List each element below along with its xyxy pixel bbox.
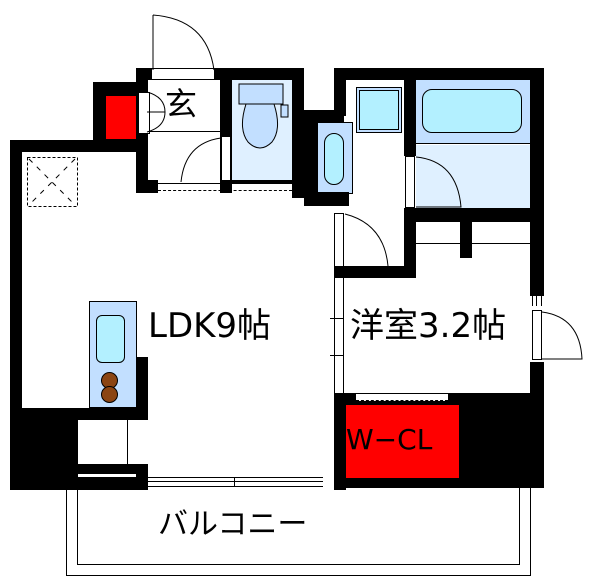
western-window-mid [536, 246, 537, 306]
toilet-door-swing[interactable] [180, 137, 225, 183]
wall-kitchen-base [22, 408, 148, 420]
wall-left [10, 140, 22, 490]
window-sill-left [78, 474, 136, 477]
entrance-door-icon[interactable] [152, 14, 222, 72]
wall-entrance-top-right [214, 68, 304, 80]
washing-machine-inner [359, 90, 399, 130]
balcony-outer [66, 488, 531, 576]
side-door-jamb [532, 310, 542, 360]
wall-wash-bottom [304, 192, 349, 206]
bath-door-icon[interactable] [415, 156, 463, 209]
washbasin-bowl [324, 133, 344, 185]
partition-mark-1 [330, 318, 344, 319]
shoe-cabinet [138, 92, 150, 134]
kitchen-sink [96, 315, 125, 363]
corridor-door-jamb [334, 213, 344, 268]
ldk-window[interactable] [148, 477, 323, 487]
walk-in-closet [346, 405, 459, 478]
wall-toilet-right [292, 68, 304, 198]
ldk-window-tick [234, 477, 235, 487]
wall-corridor-left-top [334, 68, 346, 116]
wall-corridor-bottom [334, 266, 416, 278]
entrance-window[interactable] [158, 183, 292, 191]
balcony-inner [77, 488, 520, 565]
ldk-window-mid [148, 481, 323, 482]
toilet-icon [238, 83, 289, 149]
wall-entrance-bottom [136, 180, 158, 193]
wall-toilet-bottom [220, 180, 304, 184]
meter-box [106, 96, 136, 139]
balcony-label: バルコニー [158, 507, 308, 542]
western-room-label: 洋室3.2帖 [350, 306, 507, 346]
wall-pillar [460, 220, 472, 258]
entrance-step [148, 131, 230, 132]
wall-bottom-strip [10, 464, 148, 490]
wall-top-left [10, 140, 140, 152]
closet-door-icon [146, 91, 166, 133]
entrance-label: 玄 [165, 85, 198, 123]
side-door-icon[interactable] [541, 311, 587, 361]
wall-bath-top [334, 68, 544, 80]
corridor-door-icon[interactable] [344, 213, 392, 267]
bath-closet-line [415, 243, 530, 244]
bath-door-jamb [405, 156, 415, 208]
ldk-label: LDK9帖 [148, 306, 272, 346]
stove-burner-2 [101, 386, 118, 403]
wcl-label: W−CL [346, 423, 433, 456]
wcl-sliding-door[interactable] [356, 393, 448, 401]
ventilation-icon [27, 157, 78, 207]
partition-mark-2 [330, 355, 344, 356]
bathtub-basin [422, 89, 522, 133]
partition-sliding-door[interactable] [334, 278, 344, 396]
bath-floor [416, 145, 532, 212]
wall-corridor-right [404, 220, 416, 278]
wall-bath-bottom [404, 208, 544, 222]
entrance-door-opening [152, 68, 214, 80]
wall-bath-left [404, 68, 416, 156]
western-window[interactable] [532, 246, 542, 306]
wall-bath-right [530, 68, 544, 296]
storage-nook [78, 420, 128, 464]
wall-kitchen-side [136, 357, 148, 420]
